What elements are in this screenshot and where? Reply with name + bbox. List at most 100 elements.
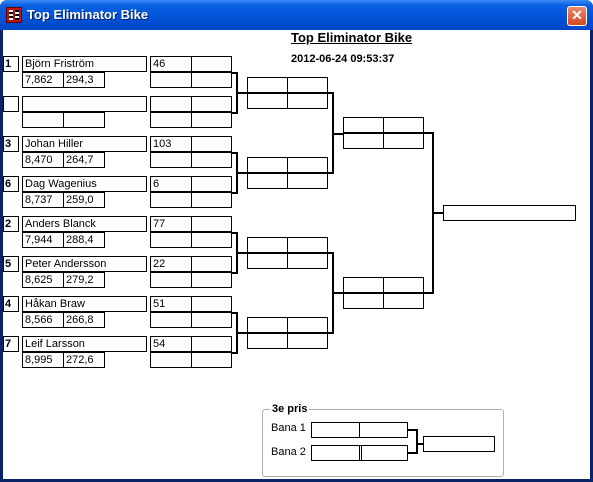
round2-field[interactable] [287, 93, 328, 109]
seed-number: 7 [3, 336, 19, 352]
round2-field[interactable] [247, 333, 288, 349]
semifinal-field[interactable] [343, 293, 384, 309]
round1-result-field[interactable] [191, 176, 232, 192]
semifinal-field[interactable] [383, 117, 424, 133]
round2-field[interactable] [287, 173, 328, 189]
round2-field[interactable] [287, 157, 328, 173]
round1-time-field[interactable] [150, 72, 192, 88]
round1-speed-field[interactable] [191, 272, 232, 288]
start-number-field[interactable]: 51 [150, 296, 192, 312]
reaction-time-field[interactable] [22, 112, 64, 128]
seed-number: 2 [3, 216, 19, 232]
round1-speed-field[interactable] [191, 192, 232, 208]
round2-field[interactable] [247, 77, 288, 93]
round1-result-field[interactable] [191, 296, 232, 312]
round1-speed-field[interactable] [191, 152, 232, 168]
round1-speed-field[interactable] [191, 232, 232, 248]
semifinal-field[interactable] [383, 293, 424, 309]
round1-time-field[interactable] [150, 312, 192, 328]
speed-field[interactable]: 288,4 [63, 232, 105, 248]
start-number-field[interactable]: 6 [150, 176, 192, 192]
third-place-title: 3e pris [270, 403, 310, 415]
semifinal-field[interactable] [343, 133, 384, 149]
lane1-label: Bana 1 [271, 422, 306, 434]
speed-field[interactable]: 279,2 [63, 272, 105, 288]
semifinal-field[interactable] [343, 117, 384, 133]
round2-field[interactable] [287, 317, 328, 333]
round2-field[interactable] [247, 157, 288, 173]
connector-line [232, 232, 238, 234]
round2-field[interactable] [247, 173, 288, 189]
third-lane1-field-b[interactable] [359, 422, 408, 438]
reaction-time-field[interactable]: 8,470 [22, 152, 64, 168]
reaction-time-field[interactable]: 8,995 [22, 352, 64, 368]
driver-name-field[interactable]: Leif Larsson [22, 336, 147, 352]
round1-time-field[interactable] [150, 192, 192, 208]
third-place-result[interactable] [423, 436, 495, 452]
round1-speed-field[interactable] [191, 72, 232, 88]
round1-time-field[interactable] [150, 232, 192, 248]
semifinal-field[interactable] [383, 133, 424, 149]
reaction-time-field[interactable]: 8,566 [22, 312, 64, 328]
speed-field[interactable]: 294,3 [63, 72, 105, 88]
driver-name-field[interactable]: Peter Andersson [22, 256, 147, 272]
speed-field[interactable]: 264,7 [63, 152, 105, 168]
speed-field[interactable] [63, 112, 105, 128]
connector-line [332, 292, 343, 294]
third-lane2-field-b[interactable] [359, 445, 408, 461]
round1-result-field[interactable] [191, 216, 232, 232]
start-number-field[interactable]: 54 [150, 336, 192, 352]
third-lane1-field-a[interactable] [311, 422, 360, 438]
round2-field[interactable] [287, 237, 328, 253]
title-bar[interactable]: Top Eliminator Bike ✕ [0, 0, 593, 30]
speed-field[interactable]: 259,0 [63, 192, 105, 208]
round1-result-field[interactable] [191, 336, 232, 352]
semifinal-field[interactable] [343, 277, 384, 293]
round1-result-field[interactable] [191, 136, 232, 152]
connector-line [236, 332, 247, 334]
start-number-field[interactable]: 46 [150, 56, 192, 72]
round2-field[interactable] [247, 253, 288, 269]
connector-line [232, 152, 238, 154]
driver-name-field[interactable]: Anders Blanck [22, 216, 147, 232]
driver-name-field[interactable] [22, 96, 147, 112]
driver-name-field[interactable]: Dag Wagenius [22, 176, 147, 192]
round2-field[interactable] [247, 317, 288, 333]
round1-time-field[interactable] [150, 272, 192, 288]
reaction-time-field[interactable]: 7,862 [22, 72, 64, 88]
round2-field[interactable] [287, 333, 328, 349]
driver-name-field[interactable]: Håkan Braw [22, 296, 147, 312]
reaction-time-field[interactable]: 8,625 [22, 272, 64, 288]
round2-field[interactable] [287, 77, 328, 93]
speed-field[interactable]: 272,6 [63, 352, 105, 368]
start-number-field[interactable]: 22 [150, 256, 192, 272]
round1-time-field[interactable] [150, 152, 192, 168]
connector-line [328, 172, 334, 174]
connector-line [232, 312, 238, 314]
round2-field[interactable] [247, 93, 288, 109]
start-number-field[interactable]: 103 [150, 136, 192, 152]
round1-speed-field[interactable] [191, 352, 232, 368]
round2-field[interactable] [287, 253, 328, 269]
driver-name-field[interactable]: Johan Hiller [22, 136, 147, 152]
round1-speed-field[interactable] [191, 312, 232, 328]
start-number-field[interactable]: 77 [150, 216, 192, 232]
round1-time-field[interactable] [150, 352, 192, 368]
connector-line [328, 252, 334, 254]
start-number-field[interactable] [150, 96, 192, 112]
round1-result-field[interactable] [191, 256, 232, 272]
round1-time-field[interactable] [150, 112, 192, 128]
driver-name-field[interactable]: Björn Friström [22, 56, 147, 72]
reaction-time-field[interactable]: 7,944 [22, 232, 64, 248]
final-result-field[interactable] [443, 205, 576, 221]
semifinal-field[interactable] [383, 277, 424, 293]
third-lane2-field-a[interactable] [311, 445, 360, 461]
round1-result-field[interactable] [191, 56, 232, 72]
round1-result-field[interactable] [191, 96, 232, 112]
round1-speed-field[interactable] [191, 112, 232, 128]
speed-field[interactable]: 266,8 [63, 312, 105, 328]
round2-field[interactable] [247, 237, 288, 253]
close-button[interactable]: ✕ [567, 6, 587, 26]
reaction-time-field[interactable]: 8,737 [22, 192, 64, 208]
connector-line [432, 212, 443, 214]
